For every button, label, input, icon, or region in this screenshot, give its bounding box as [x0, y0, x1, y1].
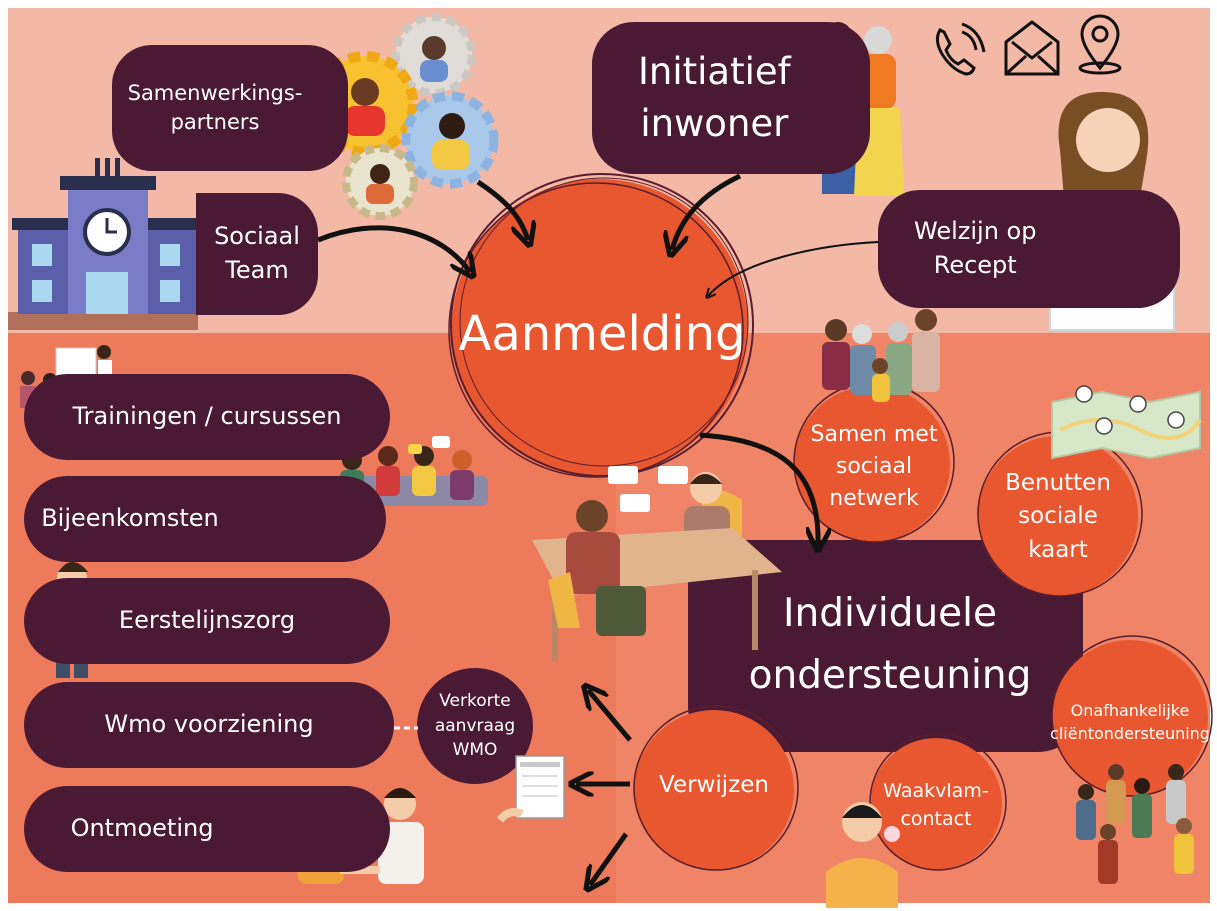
individual-support-box: [688, 540, 1083, 752]
city-hall-illustration: [8, 158, 204, 330]
independent-support-circle: [1051, 635, 1213, 797]
arrow-refer-down: [590, 832, 629, 885]
arrow-partners: [476, 179, 528, 240]
refer-label: Verwijzen: [659, 772, 769, 799]
short-wmo-circle: [417, 668, 533, 784]
trainings-node: Trainingen / cursussen: [24, 374, 390, 460]
beacon-contact-circle: [869, 733, 1007, 871]
encounter-node: Ontmoeting: [24, 786, 390, 872]
wmo-node: Wmo voorziening: [24, 682, 394, 768]
beacon-contact-label: Waakvlam- contact: [883, 780, 989, 830]
social-team-node: Sociaal Team: [196, 193, 318, 315]
map-illustration: [1051, 385, 1202, 460]
welfare-prescription-node: Welzijn op Recept: [878, 190, 1180, 308]
phone-icon: [935, 22, 986, 76]
resident-initiative-node: Initiatief inwoner: [592, 22, 870, 174]
arrow-initiative: [672, 173, 742, 250]
short-wmo-label: Verkorte aanvraag WMO: [434, 691, 516, 761]
arrow-to-support: [699, 432, 818, 545]
crowd-illustration: [1076, 764, 1194, 884]
primary-care-node: Eerstelijnszorg: [24, 578, 390, 664]
partners-node: Samenwerkings- partners: [112, 45, 348, 171]
meetings-node: Bijeenkomsten: [24, 476, 386, 562]
independent-support-label: Onafhankelijke cliëntondersteuning: [1050, 700, 1210, 743]
flow-arrows: [317, 173, 818, 885]
arrow-refer-up: [588, 690, 632, 742]
arrow-welfare: [708, 241, 879, 296]
family-illustration: [822, 309, 940, 402]
arrow-social-team: [317, 225, 470, 272]
phone-call-illustration: [826, 802, 900, 908]
meeting-table-illustration: [532, 466, 782, 662]
aanmelding-label: Aanmelding: [458, 306, 746, 363]
application-form-illustration: [496, 755, 565, 823]
refer-circle: [633, 705, 799, 871]
individual-support-label: Individuele ondersteuning: [748, 590, 1032, 698]
network-label: Samen met sociaal netwerk: [810, 422, 938, 511]
location-pin-icon: [1078, 14, 1122, 75]
social-map-label: Benutten sociale kaart: [1005, 469, 1111, 563]
email-icon: [1004, 20, 1060, 76]
contact-icons: [935, 14, 1122, 76]
